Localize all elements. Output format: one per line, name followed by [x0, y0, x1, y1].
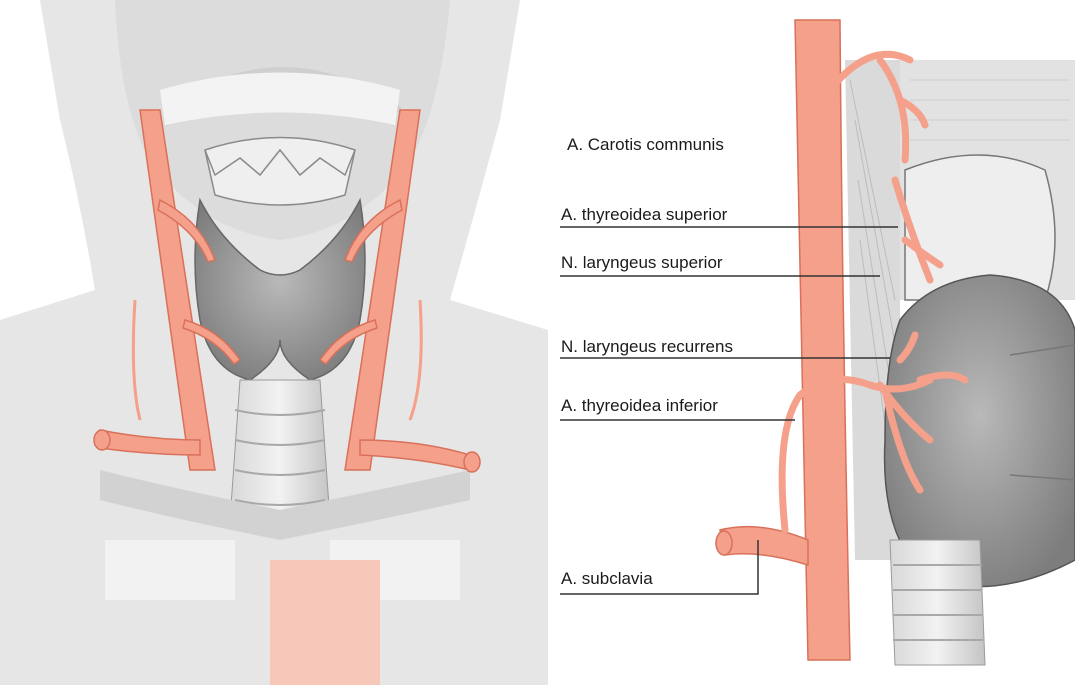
subclavian-lateral [720, 527, 808, 565]
label-thyreoidea-inferior: A. thyreoidea inferior [561, 396, 718, 416]
label-laryngeus-superior: N. laryngeus superior [561, 253, 723, 273]
label-thyreoidea-superior: A. thyreoidea superior [561, 205, 727, 225]
left-panel-illustration [0, 0, 548, 685]
label-subclavia: A. subclavia [561, 569, 653, 589]
label-laryngeus-recurrens: N. laryngeus recurrens [561, 337, 733, 357]
right-panel-illustration [716, 20, 1075, 665]
label-carotis-communis: A. Carotis communis [567, 135, 724, 155]
trachea-left-view [230, 380, 330, 520]
thyroid-cartilage [205, 138, 355, 206]
trachea-lateral [890, 540, 985, 665]
